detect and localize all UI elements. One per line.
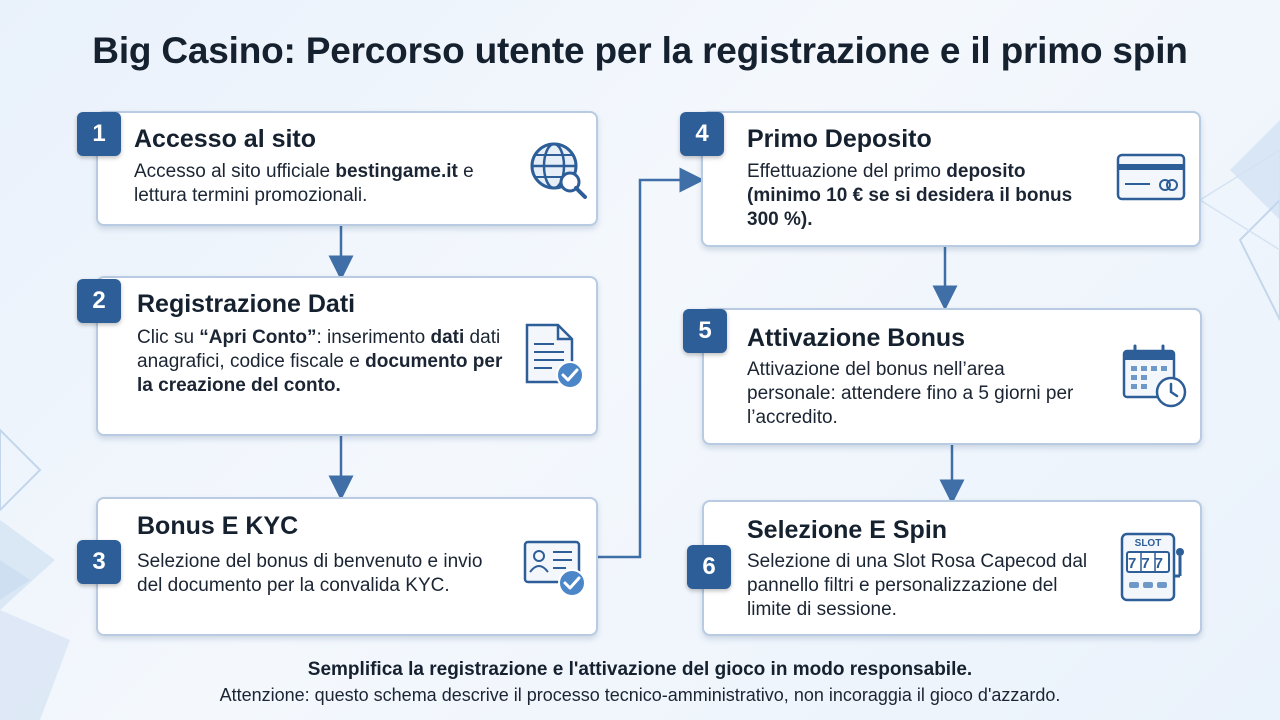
globe-search-icon — [530, 142, 587, 199]
step-text-5: Attivazione del bonus nell’area personal… — [747, 358, 1092, 430]
step-card-5 — [702, 308, 1202, 445]
step-title-4: Primo Deposito — [747, 125, 932, 153]
step-title-6: Selezione E Spin — [747, 516, 948, 544]
step-text-segment: Clic su — [137, 327, 200, 348]
step-number-badge-2: 2 — [77, 279, 121, 323]
calendar-clock-icon — [1122, 344, 1187, 408]
step-text-segment: dati — [430, 327, 465, 348]
step-text-segment: Accesso al sito ufficiale — [134, 161, 336, 182]
step-text-segment: Selezione di una Slot Rosa Capecod dal p… — [747, 551, 1088, 620]
step-card-2 — [96, 276, 598, 436]
id-card-check-icon — [523, 540, 586, 597]
step-card-3 — [96, 497, 598, 636]
step-title-1: Accesso al sito — [134, 125, 317, 153]
slot-icon-digits: 777 — [1128, 555, 1168, 572]
slot-icon-label: SLOT — [1135, 538, 1162, 549]
step-text-4: Effettuazione del primo deposito (minimo… — [747, 160, 1077, 232]
step-text-2: Clic su “Apri Conto”: inserimento dati d… — [137, 326, 515, 398]
credit-card-icon — [1116, 153, 1186, 201]
step-text-segment: Attivazione del bonus nell’area personal… — [747, 359, 1074, 428]
step-title-3: Bonus E KYC — [137, 512, 299, 540]
step-text-segment: : inserimento — [316, 327, 431, 348]
page-title: Big Casino: Percorso utente per la regis… — [92, 30, 1188, 71]
step-text-segment: dati anagrafici, codice fiscale e — [137, 327, 501, 372]
step-text-segment: Selezione del bonus di benvenuto e invio… — [137, 551, 483, 596]
footer-disclaimer: Attenzione: questo schema descrive il pr… — [219, 685, 1061, 705]
step-text-segment: Effettuazione del primo — [747, 161, 947, 182]
step-text-1: Accesso al sito ufficiale bestingame.it … — [134, 160, 514, 208]
footer-tagline: Semplifica la registrazione e l'attivazi… — [307, 659, 973, 680]
step-title-5: Attivazione Bonus — [747, 324, 966, 352]
step-text-3: Selezione del bonus di benvenuto e invio… — [137, 550, 507, 598]
step-text-segment: e lettura termini promozionali. — [134, 161, 474, 206]
step-card-1 — [96, 111, 598, 226]
step-number-badge-6: 6 — [687, 545, 731, 589]
step-number-badge-3: 3 — [77, 540, 121, 584]
step-number-badge-1: 1 — [77, 112, 121, 156]
step-number-badge-4: 4 — [680, 112, 724, 156]
document-check-icon — [525, 323, 584, 389]
step-text-6: Selezione di una Slot Rosa Capecod dal p… — [747, 550, 1102, 622]
arrow-3-to-4 — [598, 167, 705, 559]
step-text-segment: bestingame.it — [335, 161, 458, 182]
step-card-6 — [702, 500, 1202, 636]
slot-machine-icon: SLOT 777 — [1120, 532, 1184, 602]
step-text-segment: deposito (minimo 10 € se si desidera il … — [747, 161, 1073, 230]
step-number-badge-5: 5 — [683, 309, 727, 353]
step-text-segment: “Apri Conto” — [199, 327, 317, 348]
step-text-segment: documento per la creazione del conto. — [137, 351, 503, 396]
step-title-2: Registrazione Dati — [137, 290, 356, 318]
